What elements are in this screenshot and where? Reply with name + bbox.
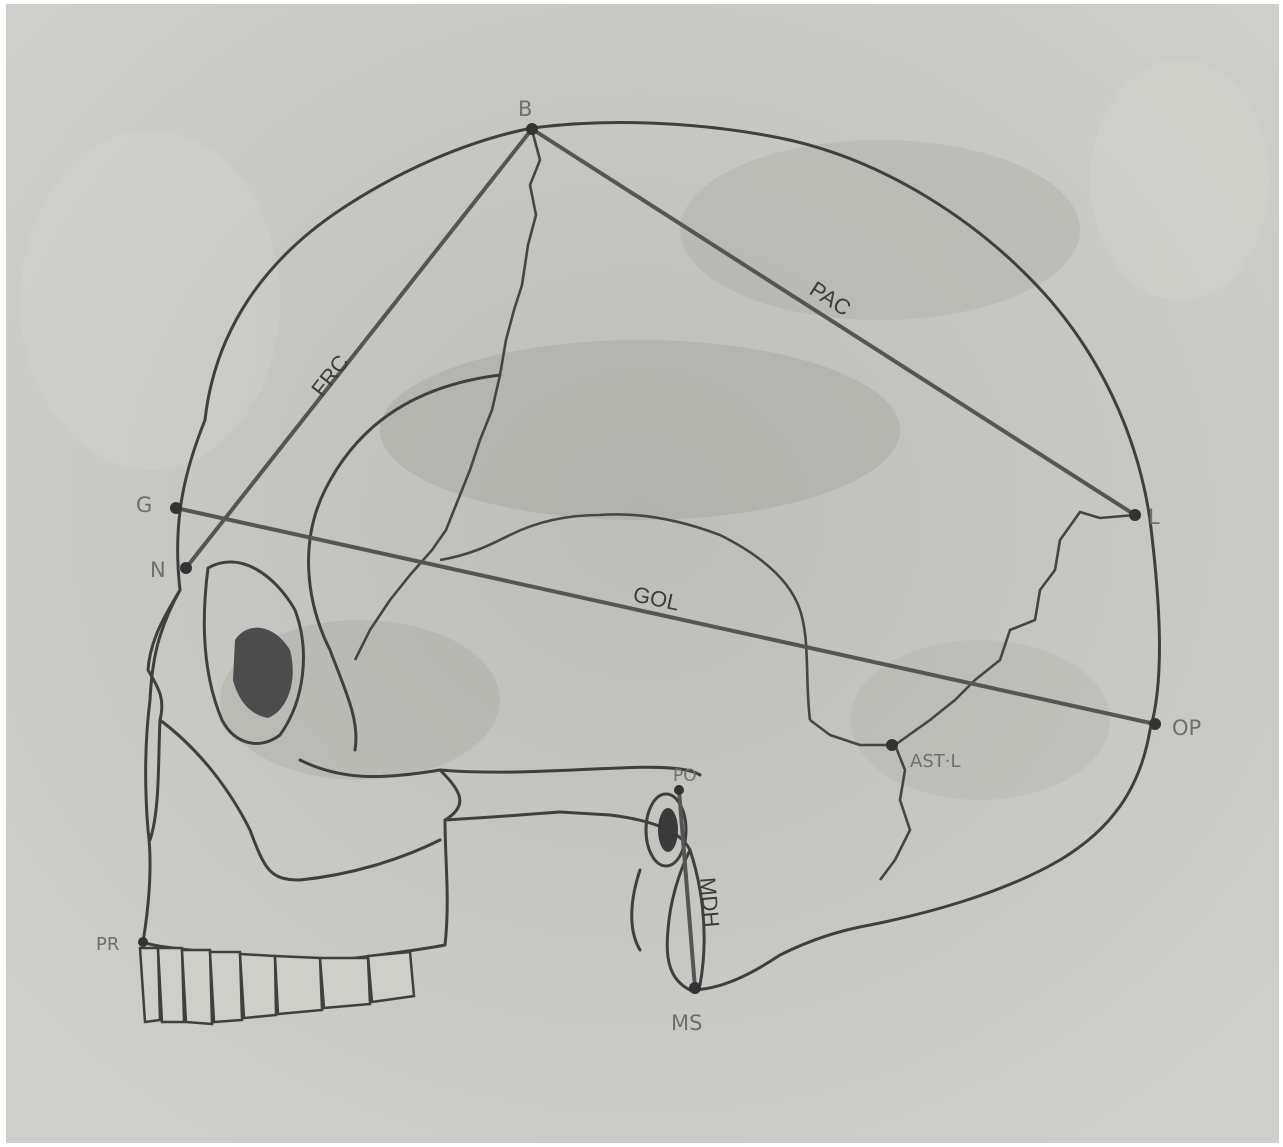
auditory-canal [658, 808, 678, 852]
tooth [210, 952, 242, 1022]
tooth [158, 948, 184, 1022]
label-pr: PR [96, 934, 119, 955]
point-g [170, 502, 182, 514]
label-g: G [136, 493, 152, 517]
label-ast-l: AST·L [910, 751, 960, 772]
tooth [182, 950, 212, 1024]
point-l [1129, 509, 1141, 521]
label-op: OP [1172, 716, 1201, 740]
label-ms: MS [671, 1011, 702, 1035]
point-pr [138, 937, 148, 947]
point-op [1149, 718, 1161, 730]
label-po: PO [673, 766, 697, 786]
label-b: B [518, 97, 532, 121]
label-l: L [1148, 505, 1160, 529]
label-n: N [150, 558, 166, 582]
tooth [320, 958, 370, 1008]
point-n [180, 562, 192, 574]
point-po [674, 785, 684, 795]
point-ms [689, 982, 701, 994]
point-ast-l [886, 739, 898, 751]
tooth [275, 956, 322, 1014]
label-mdh: MDH [695, 876, 724, 928]
tooth [240, 954, 276, 1018]
tooth [140, 948, 160, 1022]
point-b [526, 123, 538, 135]
tooth [368, 952, 414, 1002]
